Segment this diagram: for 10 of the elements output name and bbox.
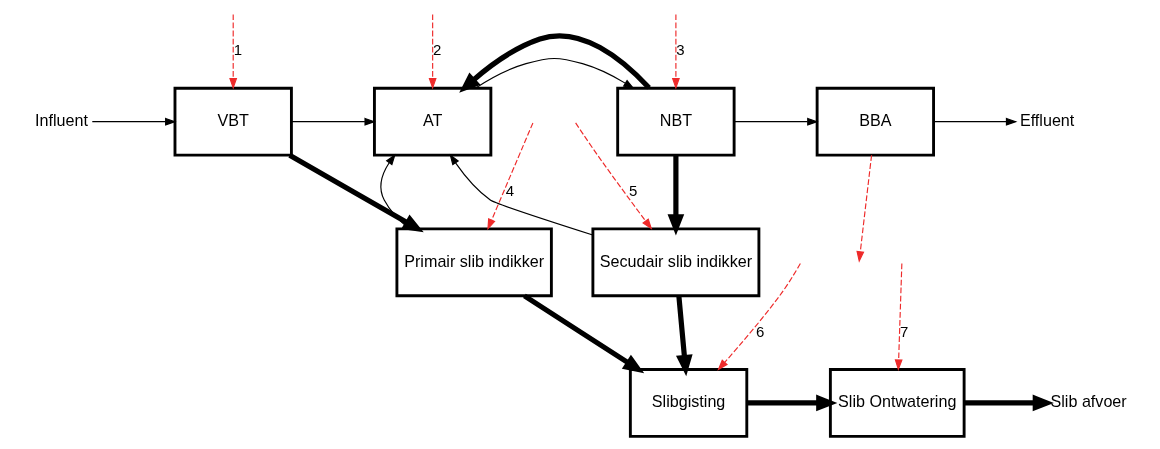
edge-label: 1 [233,40,242,58]
edge-label: 3 [675,40,685,58]
edge-label: 6 [755,322,764,340]
node-text: Influent [34,110,88,129]
edge-label: 2 [432,40,441,58]
edge-label: 7 [899,322,908,340]
node-text: Effluent [1019,110,1074,129]
node-text: Slib afvoer [1050,391,1127,410]
edge-label: 4 [505,181,514,199]
edge-label: 5 [628,181,637,199]
